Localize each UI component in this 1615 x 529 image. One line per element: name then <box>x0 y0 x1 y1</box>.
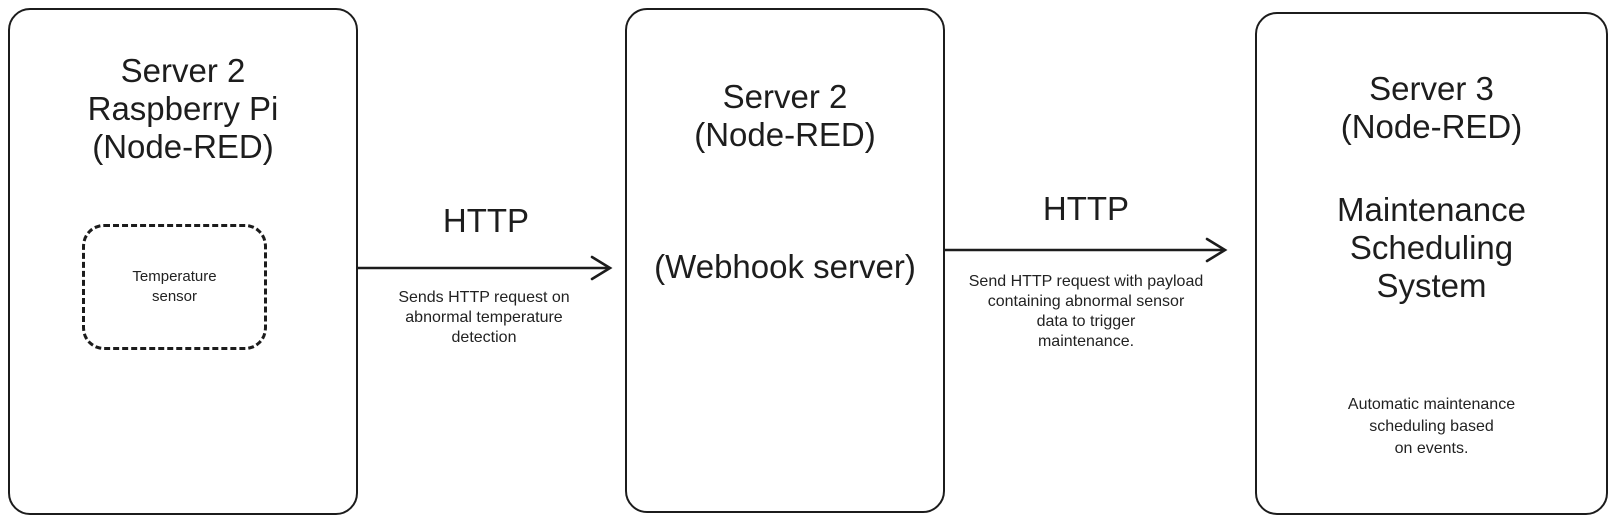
edge-rpi-to-webhook[interactable] <box>356 252 613 284</box>
node-server3-maintenance[interactable]: Server 3 (Node-RED) Maintenance Scheduli… <box>1255 12 1608 515</box>
node-server2-raspberry-pi-title: Server 2 Raspberry Pi (Node-RED) <box>87 52 279 165</box>
temperature-sensor-box[interactable]: Temperature sensor <box>82 224 267 350</box>
edge-rpi-to-webhook-caption: Sends HTTP request on abnormal temperatu… <box>398 289 570 346</box>
node-server3-maintenance-subtitle: Maintenance Scheduling System <box>1337 191 1526 304</box>
edge-rpi-to-webhook-label: HTTP <box>442 202 530 239</box>
node-server2-webhook-subtitle: (Webhook server) <box>654 248 916 285</box>
edge-webhook-to-maintenance-caption: Send HTTP request with payload containin… <box>968 273 1204 350</box>
edge-webhook-to-maintenance[interactable] <box>945 234 1228 266</box>
temperature-sensor-label: Temperature sensor <box>132 268 217 305</box>
edge-webhook-to-maintenance-label: HTTP <box>1042 190 1130 227</box>
node-server2-webhook-title: Server 2 (Node-RED) <box>694 78 876 153</box>
node-server3-maintenance-caption: Automatic maintenance scheduling based o… <box>1347 396 1516 457</box>
node-server2-raspberry-pi[interactable]: Server 2 Raspberry Pi (Node-RED) Tempera… <box>8 8 358 515</box>
node-server3-maintenance-title: Server 3 (Node-RED) <box>1340 70 1523 145</box>
node-server2-webhook[interactable]: Server 2 (Node-RED) (Webhook server) <box>625 8 945 513</box>
